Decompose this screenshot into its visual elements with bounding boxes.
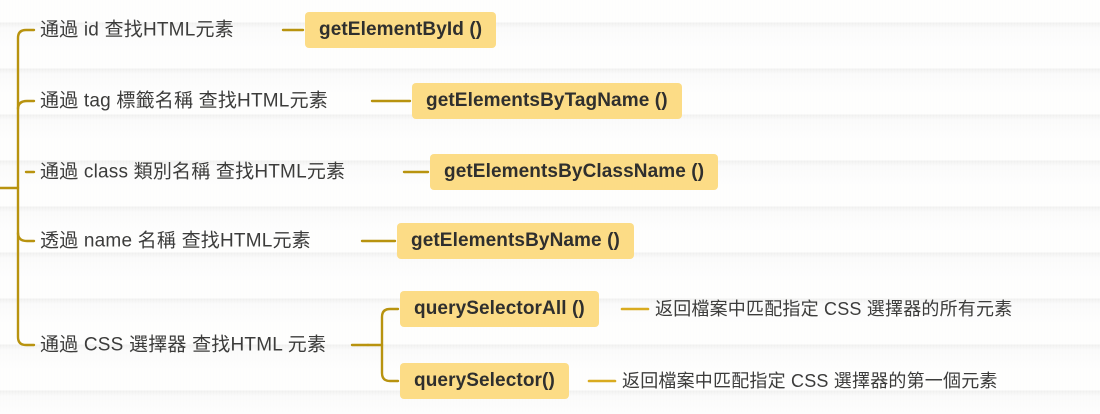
method-badge-getelementsbyname[interactable]: getElementsByName () (397, 223, 634, 259)
description-queryselector: 返回檔案中匹配指定 CSS 選擇器的第一個元素 (622, 371, 998, 391)
branch-label-class[interactable]: 通過 class 類別名稱 查找HTML元素 (40, 161, 346, 183)
method-badge-getelementsbytagname[interactable]: getElementsByTagName () (412, 83, 682, 119)
branch-tick-4 (16, 231, 36, 243)
branch-label-id[interactable]: 通過 id 查找HTML元素 (40, 19, 234, 41)
method-badge-queryselectorall[interactable]: querySelectorAll () (400, 291, 599, 327)
branch-tick-2 (16, 99, 36, 111)
method-badge-queryselector[interactable]: querySelector() (400, 363, 569, 399)
branch-label-name[interactable]: 透過 name 名稱 查找HTML元素 (40, 230, 311, 252)
branch-label-css-selector[interactable]: 通過 CSS 選擇器 查找HTML 元素 (40, 334, 327, 356)
method-badge-getelementsbyclassname[interactable]: getElementsByClassName () (430, 154, 719, 190)
method-badge-getelementbyid[interactable]: getElementById () (305, 12, 497, 48)
css-subtree-bracket (380, 307, 400, 383)
main-spine (16, 28, 36, 347)
branch-label-tag[interactable]: 通過 tag 標籤名稱 查找HTML元素 (40, 90, 328, 112)
description-queryselectorall: 返回檔案中匹配指定 CSS 選擇器的所有元素 (655, 299, 1013, 319)
